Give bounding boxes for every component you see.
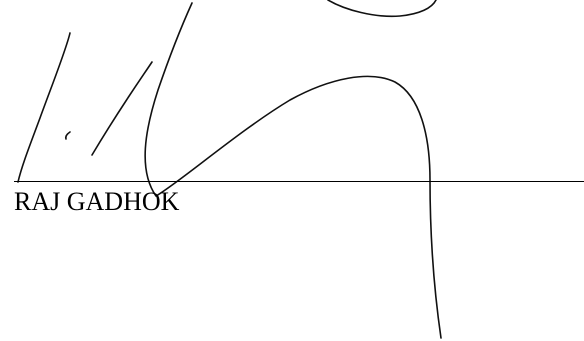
signer-name: RAJ GADHOK bbox=[14, 187, 180, 216]
signature-stroke-3 bbox=[91, 61, 153, 156]
signature-stroke-2 bbox=[64, 131, 71, 140]
signature-stroke-1 bbox=[17, 32, 71, 183]
signature-stroke-5 bbox=[327, 0, 437, 18]
signature-stroke-4 bbox=[144, 2, 442, 339]
signature-line bbox=[14, 181, 584, 182]
